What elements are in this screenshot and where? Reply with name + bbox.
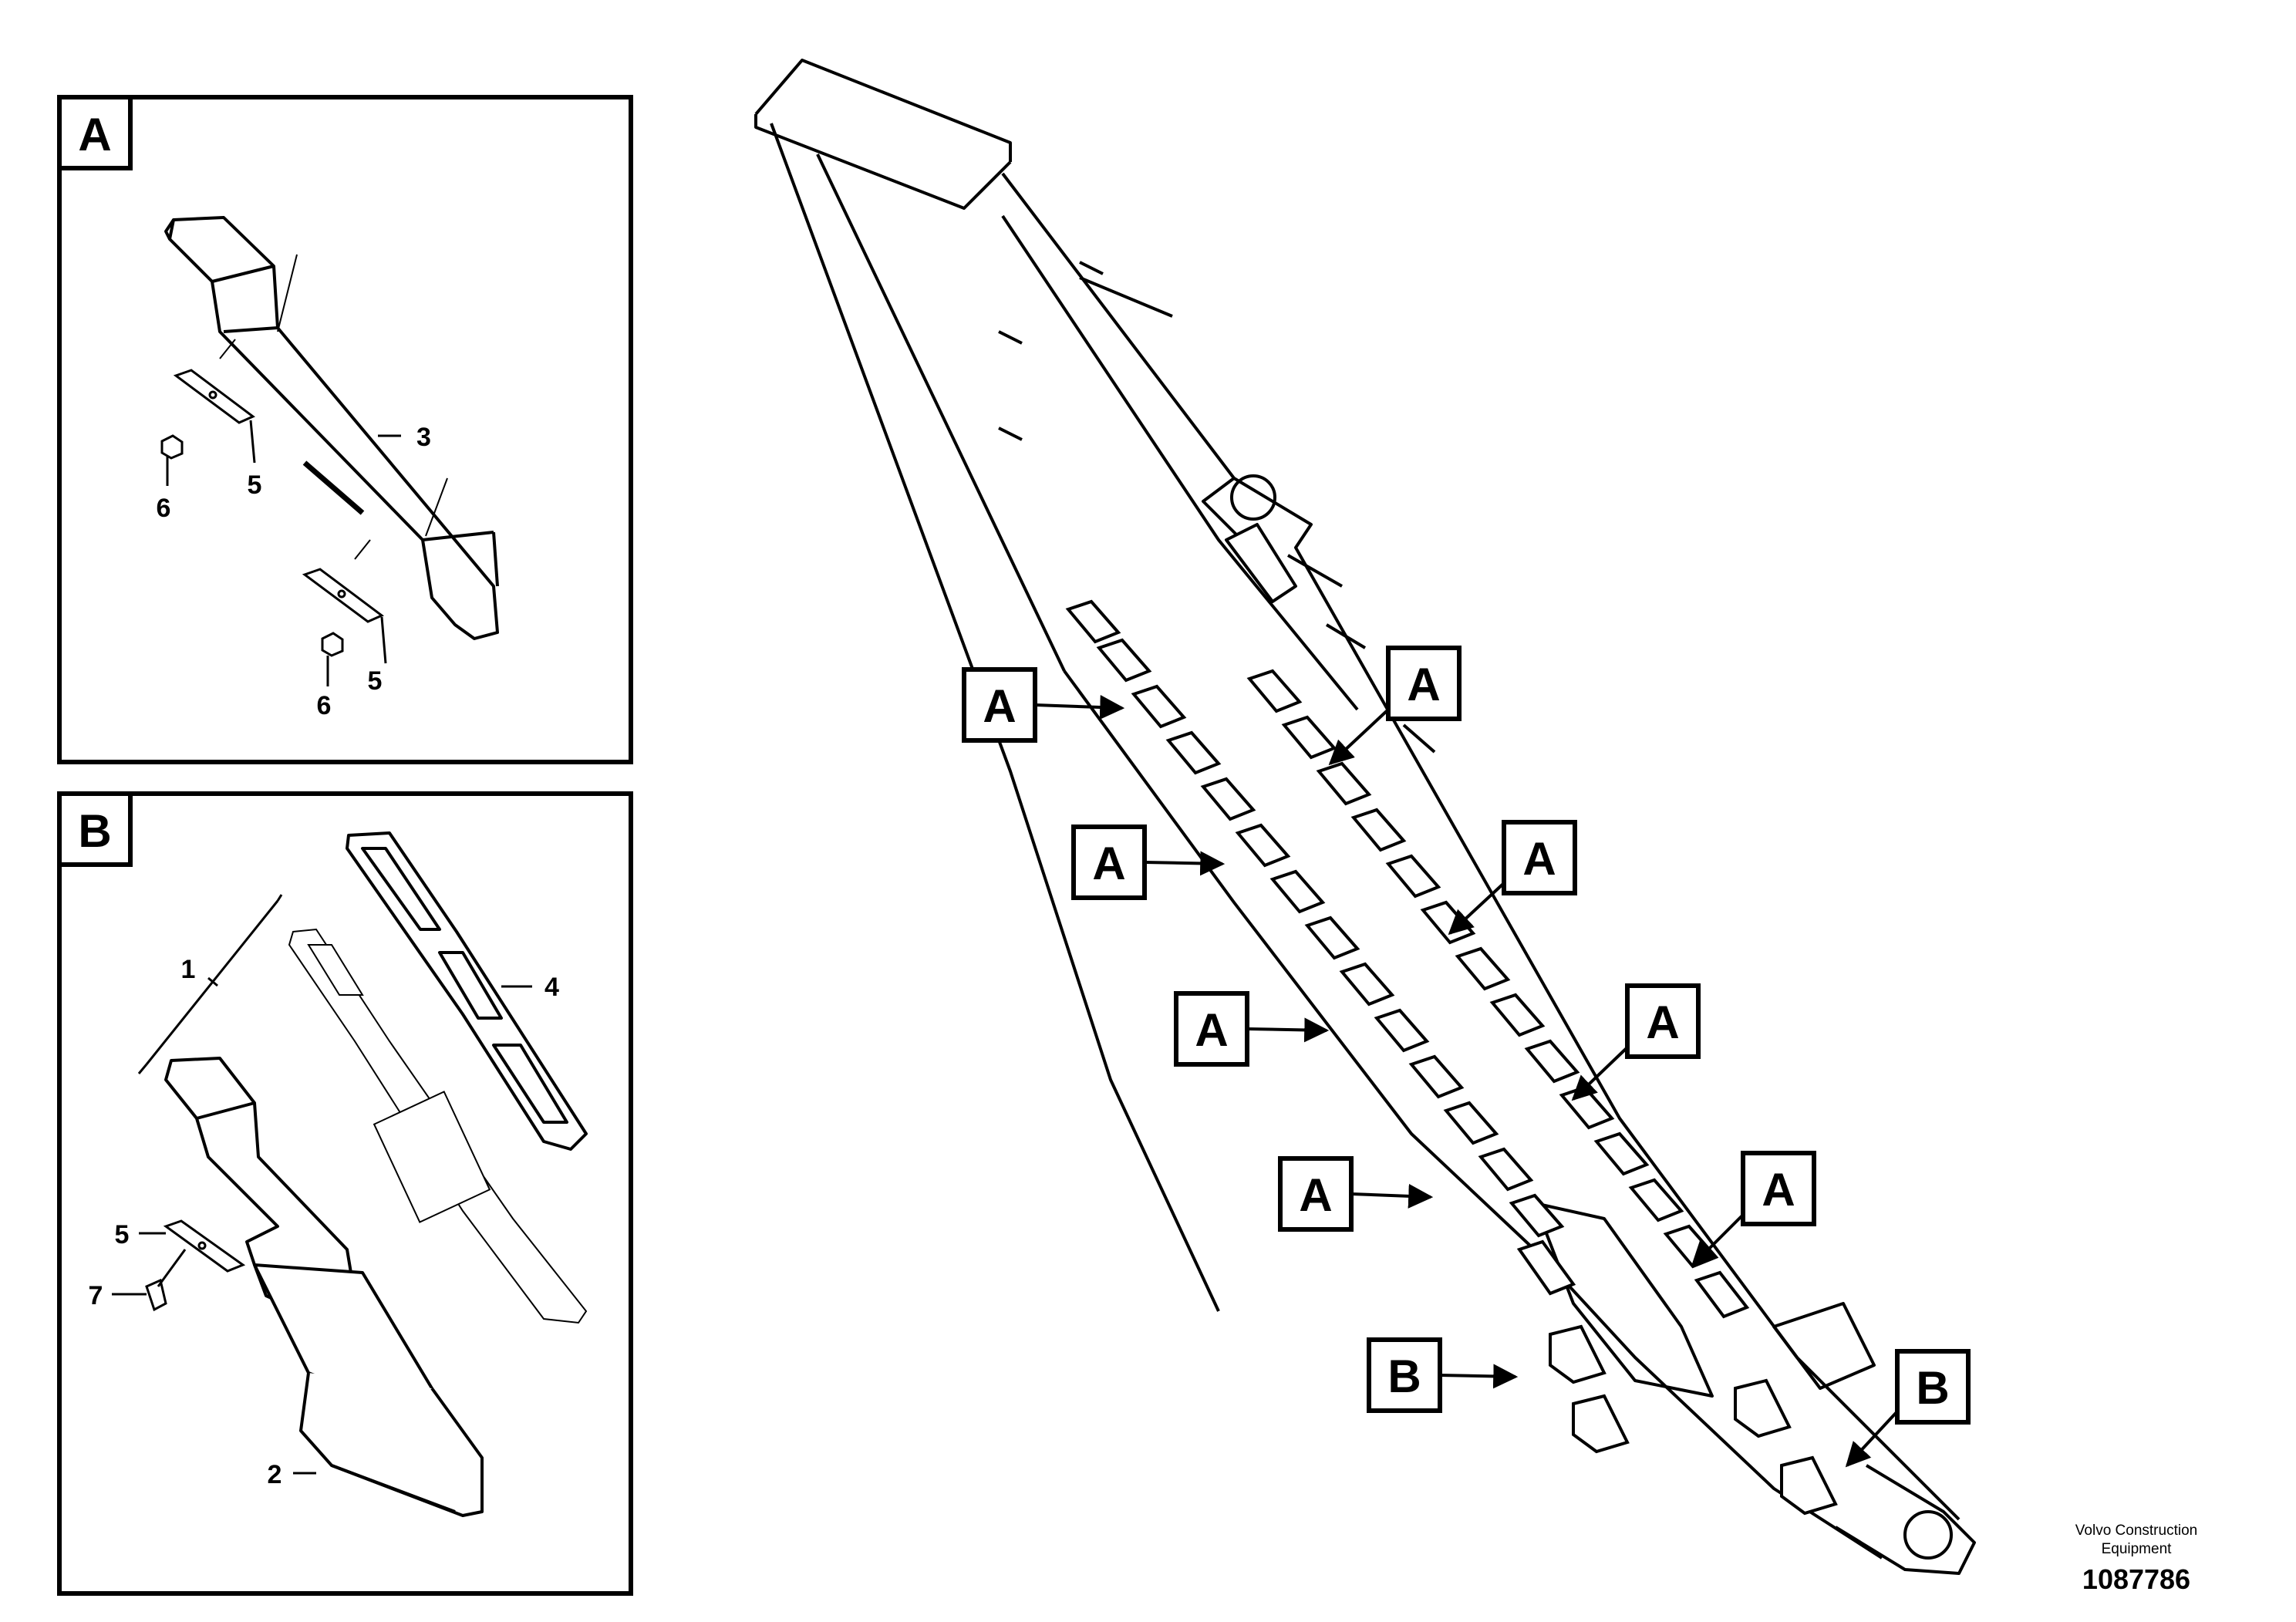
callout-a-8: A	[1691, 1151, 1816, 1267]
detail-a-panel: A 3 5 6 5	[57, 95, 633, 764]
callout-a-4: A	[1448, 820, 1577, 936]
callout-6-upper: 6	[157, 494, 171, 523]
callout-a-5-letter: A	[1195, 1004, 1228, 1056]
detail-b-panel: B 1 4	[57, 791, 633, 1596]
drawing-footer: Volvo Construction Equipment 1087786	[2075, 1523, 2197, 1595]
callout-5-upper: 5	[248, 470, 262, 500]
callout-5-lower: 5	[368, 666, 383, 696]
backing-plate	[288, 928, 588, 1324]
callout-6-lower: 6	[317, 691, 332, 720]
callout-a-2: A	[1328, 646, 1462, 766]
detail-a-letter: A	[78, 109, 111, 160]
plates-and-bolts-a	[160, 339, 387, 686]
callout-b-1: B	[1367, 1337, 1519, 1413]
callout-2: 2	[268, 1460, 282, 1489]
detail-a-frame	[57, 95, 633, 764]
callout-4: 4	[544, 973, 559, 1002]
callout-a-8-letter: A	[1762, 1164, 1795, 1216]
shim-frame	[346, 831, 588, 1151]
callout-5-b: 5	[115, 1220, 130, 1249]
plate-and-bolt-b	[145, 1219, 246, 1312]
callout-a-6: A	[1571, 983, 1701, 1101]
callout-3: 3	[416, 423, 431, 452]
callout-b-2: B	[1845, 1349, 1971, 1468]
wear-pads-left-row	[1065, 599, 1630, 1454]
callout-a-2-letter: A	[1407, 659, 1440, 710]
callout-a-7: A	[1278, 1156, 1434, 1232]
callout-a-1: A	[962, 667, 1125, 743]
callout-a-5: A	[1174, 991, 1330, 1067]
drawing-number: 1087786	[2082, 1563, 2190, 1595]
callout-7: 7	[89, 1281, 103, 1310]
callout-a-1-letter: A	[983, 680, 1016, 732]
company-line-2: Equipment	[2102, 1541, 2173, 1557]
company-line-1: Volvo Construction	[2075, 1523, 2197, 1539]
detail-b-frame	[57, 791, 633, 1596]
callout-a-3-letter: A	[1092, 838, 1125, 889]
callout-1: 1	[181, 955, 196, 984]
callout-a-6-letter: A	[1646, 996, 1679, 1048]
wear-pad-long	[164, 216, 499, 640]
wear-pads-right-row	[1246, 669, 1838, 1516]
wear-pad-end	[164, 1057, 484, 1517]
detail-b-letter-box	[57, 791, 133, 867]
callout-a-7-letter: A	[1299, 1169, 1332, 1221]
detail-a-letter-box	[57, 95, 133, 170]
callout-a-4-letter: A	[1522, 833, 1556, 885]
callout-a-3: A	[1071, 824, 1226, 900]
detail-b-letter: B	[78, 805, 111, 857]
callout-b-1-letter: B	[1387, 1351, 1421, 1402]
callout-b-2-letter: B	[1916, 1362, 1949, 1414]
